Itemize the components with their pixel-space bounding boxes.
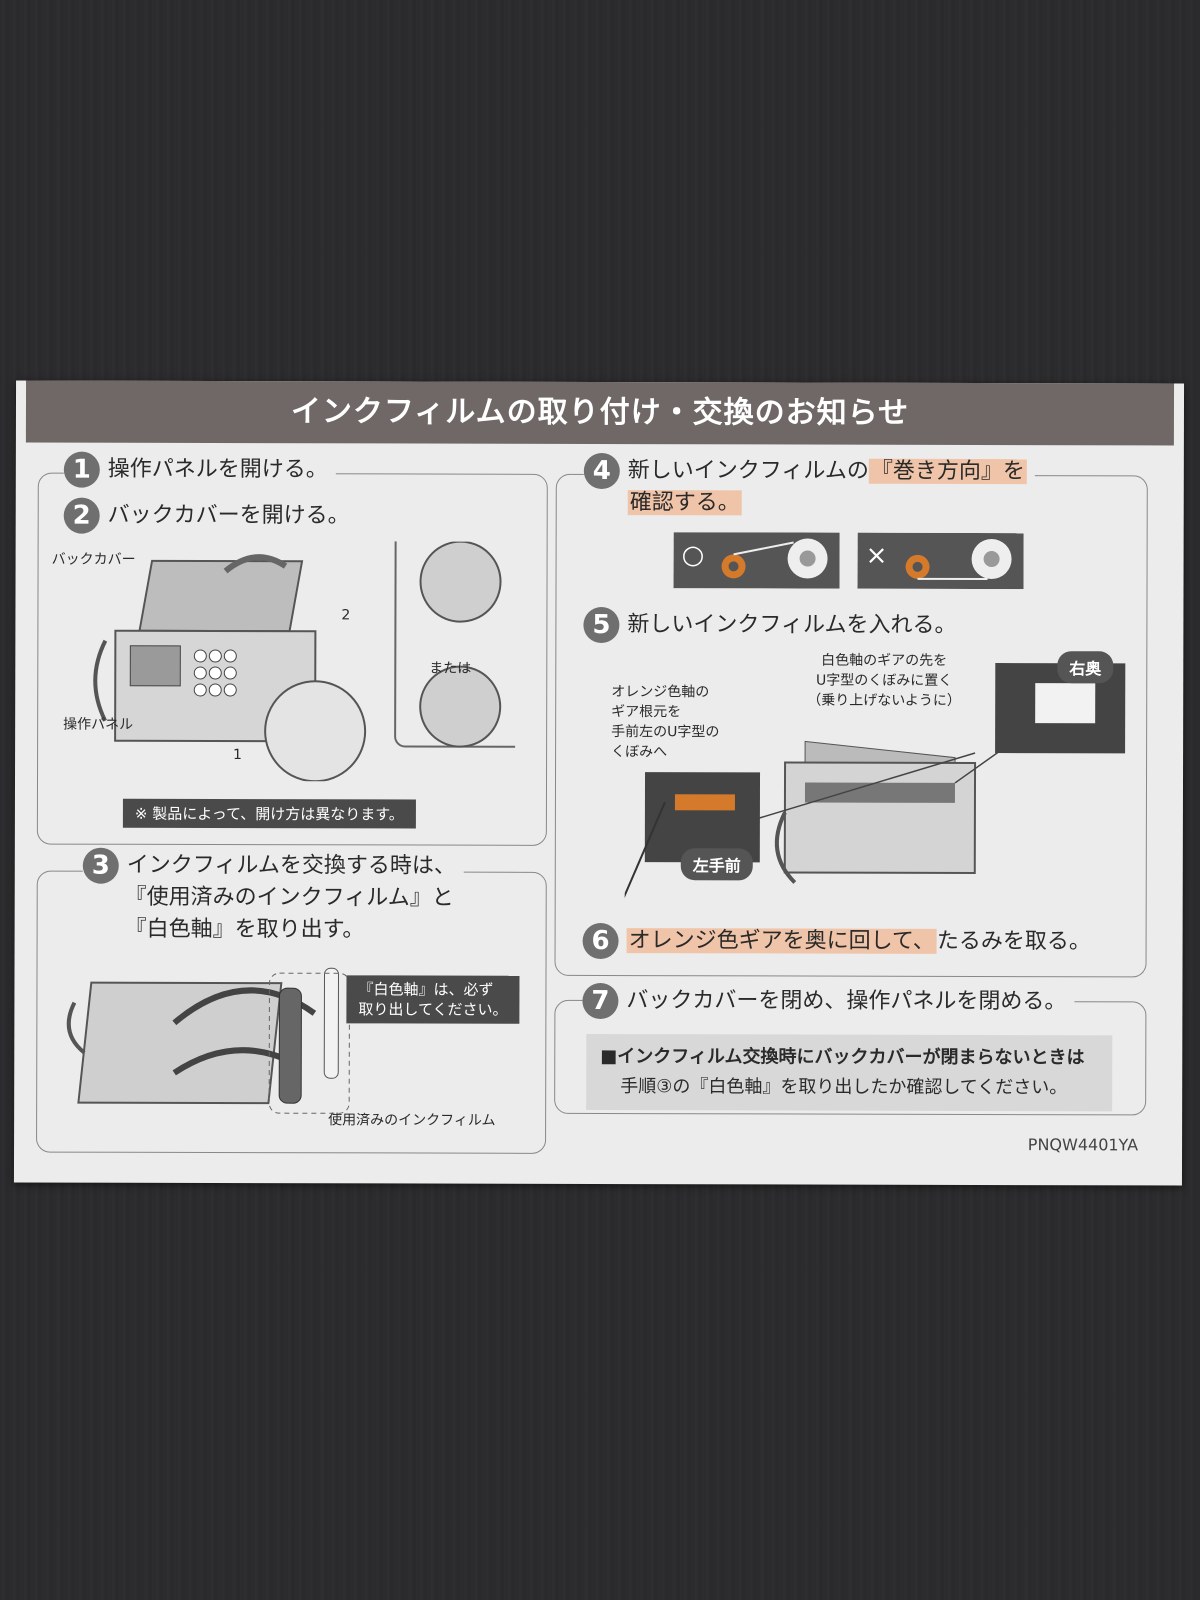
- left-front-badge: 左手前: [680, 848, 753, 881]
- fax-open-panel-illustration: [93, 540, 516, 782]
- right-back-badge: 右奥: [1057, 651, 1114, 684]
- step-6-text: たるみを取る。: [936, 928, 1091, 955]
- fax-remove-film-illustration: [66, 967, 350, 1114]
- label-back-cover: バックカバー: [51, 551, 136, 568]
- winding-direction-wrong: [857, 532, 1024, 590]
- step-4-highlight: 『巻き方向』を: [868, 458, 1027, 485]
- white-gear-note-2: U字型のくぼみに置く: [815, 672, 953, 689]
- instruction-card: インクフィルムの取り付け・交換のお知らせ 1 操作パネルを開ける。 2 バックカバー…: [13, 380, 1185, 1186]
- winding-direction-correct: [673, 532, 840, 589]
- orange-shaft-note-4: くぼみへ: [611, 744, 668, 761]
- step-6-highlight: オレンジ色ギアを奥に回して、: [626, 928, 937, 954]
- white-shaft-note-line1: 『白色軸』は、必ず: [358, 980, 494, 999]
- step-7-number: 7: [582, 982, 619, 1020]
- white-gear-note-3: （乗り上げないように）: [807, 692, 961, 709]
- step-5-text: 新しいインクフィルムを入れる。: [627, 612, 957, 638]
- open-method-note: ※ 製品によって、開け方は異なります。: [122, 798, 416, 829]
- step-1-number: 1: [63, 451, 100, 488]
- orange-shaft-note: オレンジ色軸の ギア根元を 手前左のU字型の くぼみへ: [611, 682, 720, 763]
- step-4-number: 4: [583, 452, 620, 490]
- ng-mark: ×: [865, 540, 888, 571]
- callout-1-marker: 1: [233, 747, 243, 764]
- step-6-number: 6: [582, 922, 619, 960]
- step-5-number: 5: [583, 606, 620, 644]
- step-3-number: 3: [82, 847, 119, 884]
- step-4-line2: 確認する。: [627, 484, 750, 516]
- white-gear-note-1: 白色軸のギアの先を: [821, 652, 948, 669]
- step-2: 2 バックカバーを開ける。: [63, 497, 358, 535]
- step-2-text: バックカバーを開ける。: [107, 502, 350, 529]
- step-7-note: ■インクフィルム交換時にバックカバーが閉まらないときは 手順③の『白色軸』を取り…: [586, 1033, 1113, 1112]
- step-3-text-1: インクフィルムを交換する時は、: [126, 852, 456, 879]
- orange-shaft-note-1: オレンジ色軸の: [611, 684, 710, 701]
- card-title: インクフィルムの取り付け・交換のお知らせ: [25, 380, 1175, 446]
- callout-2-marker: 2: [341, 607, 351, 624]
- white-shaft-note: 『白色軸』は、必ず 取り出してください。: [346, 975, 520, 1024]
- white-gear-note: 白色軸のギアの先を U字型のくぼみに置く （乗り上げないように）: [807, 651, 961, 711]
- orange-shaft-note-3: 手前左のU字型の: [611, 724, 720, 741]
- step-1: 1 操作パネルを開ける。: [63, 450, 336, 489]
- step-4-text-2: 確認する。: [627, 490, 742, 516]
- step-6: 6 オレンジ色ギアを奥に回して、たるみを取る。: [582, 922, 1099, 960]
- step-4-text: 新しいインクフィルムの: [627, 458, 869, 484]
- step-7-note-line2: 手順③の『白色軸』を取り出したか確認してください。: [620, 1076, 1068, 1099]
- step-7-note-line1: ■インクフィルム交換時にバックカバーが閉まらないときは: [600, 1046, 1085, 1069]
- step-5: 5 新しいインクフィルムを入れる。: [583, 606, 964, 644]
- orange-shaft-note-2: ギア根元を: [611, 704, 682, 721]
- label-used-film: 使用済みのインクフィルム: [328, 1112, 496, 1129]
- step-2-number: 2: [63, 497, 100, 534]
- step-1-text: 操作パネルを開ける。: [107, 456, 328, 483]
- white-shaft-note-line2: 取り出してください。: [358, 1000, 508, 1019]
- fax-insert-film-illustration: [624, 663, 1126, 908]
- label-or: または: [429, 660, 472, 677]
- step-7: 7 バックカバーを閉め、操作パネルを閉める。: [582, 981, 1075, 1021]
- step-3-line3: 『白色軸』を取り出す。: [124, 916, 365, 943]
- step-3-line2: 『使用済みのインクフィルム』と: [124, 884, 454, 911]
- ok-mark: ○: [681, 540, 705, 571]
- document-code: PNQW4401YA: [1027, 1135, 1139, 1155]
- step-7-text: バックカバーを閉め、操作パネルを閉める。: [626, 988, 1067, 1015]
- label-op-panel: 操作パネル: [63, 716, 134, 733]
